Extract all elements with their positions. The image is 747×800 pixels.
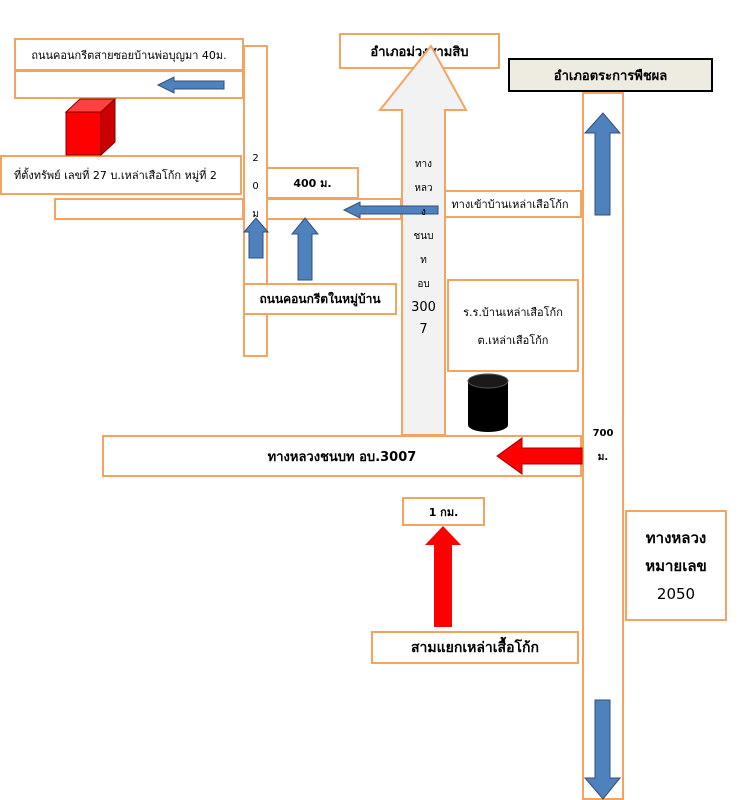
muang-samsip-label: อำเภอม่วงสามสิบ [370, 44, 469, 60]
highway-label-1: ทางหลวง [645, 528, 707, 547]
school-box: ร.ร.บ้านเหล่าเสือโก้ก ต.เหล่าเสือโก้ก [447, 279, 579, 372]
dist-400m-label: 400 ม. [293, 177, 332, 190]
muang-samsip-box: อำเภอม่วงสามสิบ [339, 33, 500, 69]
dist-20m-label: 2 0 ม [252, 153, 259, 220]
rural-road-arrow [377, 44, 468, 436]
village-road-box: ถนนคอนกรีตในหมู่บ้าน [243, 283, 397, 315]
trakan-label: อำเภอตระการพืชผล [553, 68, 668, 84]
property-label: ที่ตั้งทรัพย์ เลขที่ 27 บ.เหล่าเสือโก้ก … [14, 169, 217, 182]
school-label-2: ต.เหล่าเสือโก้ก [477, 333, 549, 347]
property-label-box: ที่ตั้งทรัพย์ เลขที่ 27 บ.เหล่าเสือโก้ก … [0, 155, 242, 195]
soi-left-arrow-icon [156, 76, 225, 94]
rural-road-vertical-label: ทาง หลว ง ชนบ ท อบ 300 7 [411, 159, 436, 337]
property-marker-icon [64, 97, 117, 157]
highway-label-3: 2050 [656, 584, 696, 603]
red-left-arrow-icon [496, 437, 583, 475]
soi-road-label: ถนนคอนกรีตสายซอยบ้านพ่อบุญมา 40ม. [31, 48, 227, 62]
highway-label-2: หมายเลข [645, 556, 707, 575]
highway-up-arrow-icon [583, 112, 622, 216]
property-road-strip [54, 198, 244, 220]
village-road-label: ถนนคอนกรีตในหมู่บ้าน [259, 291, 381, 306]
rural-road-label: ทางหลวงชนบท อบ.3007 [267, 449, 417, 465]
dist-1km-box: 1 กม. [402, 497, 485, 526]
village-up-arrow-1-icon [242, 217, 270, 259]
highway-number-box: ทางหลวง หมายเลข 2050 [625, 510, 727, 621]
highway-down-arrow-icon [583, 699, 622, 800]
entrance-left-arrow-icon [342, 201, 439, 219]
village-up-arrow-2-icon [290, 217, 320, 281]
dist-700m-label: 700 ม. [592, 428, 614, 463]
dist-1km-label: 1 กม. [428, 505, 459, 519]
entrance-label: ทางเข้าบ้านเหล่าเสือโก้ก [451, 198, 569, 211]
school-label-1: ร.ร.บ้านเหล่าเสือโก้ก [463, 305, 563, 319]
soi-road-box: ถนนคอนกรีตสายซอยบ้านพ่อบุญมา 40ม. [14, 38, 244, 71]
trakan-box: อำเภอตระการพืชผล [508, 58, 713, 92]
junction-label: สามแยกเหล่าเสื้อโก้ก [410, 639, 539, 656]
school-tank-icon [467, 373, 509, 432]
junction-box: สามแยกเหล่าเสื้อโก้ก [371, 631, 579, 664]
dist-400m-box: 400 ม. [266, 167, 359, 199]
red-up-arrow-icon [425, 526, 461, 627]
